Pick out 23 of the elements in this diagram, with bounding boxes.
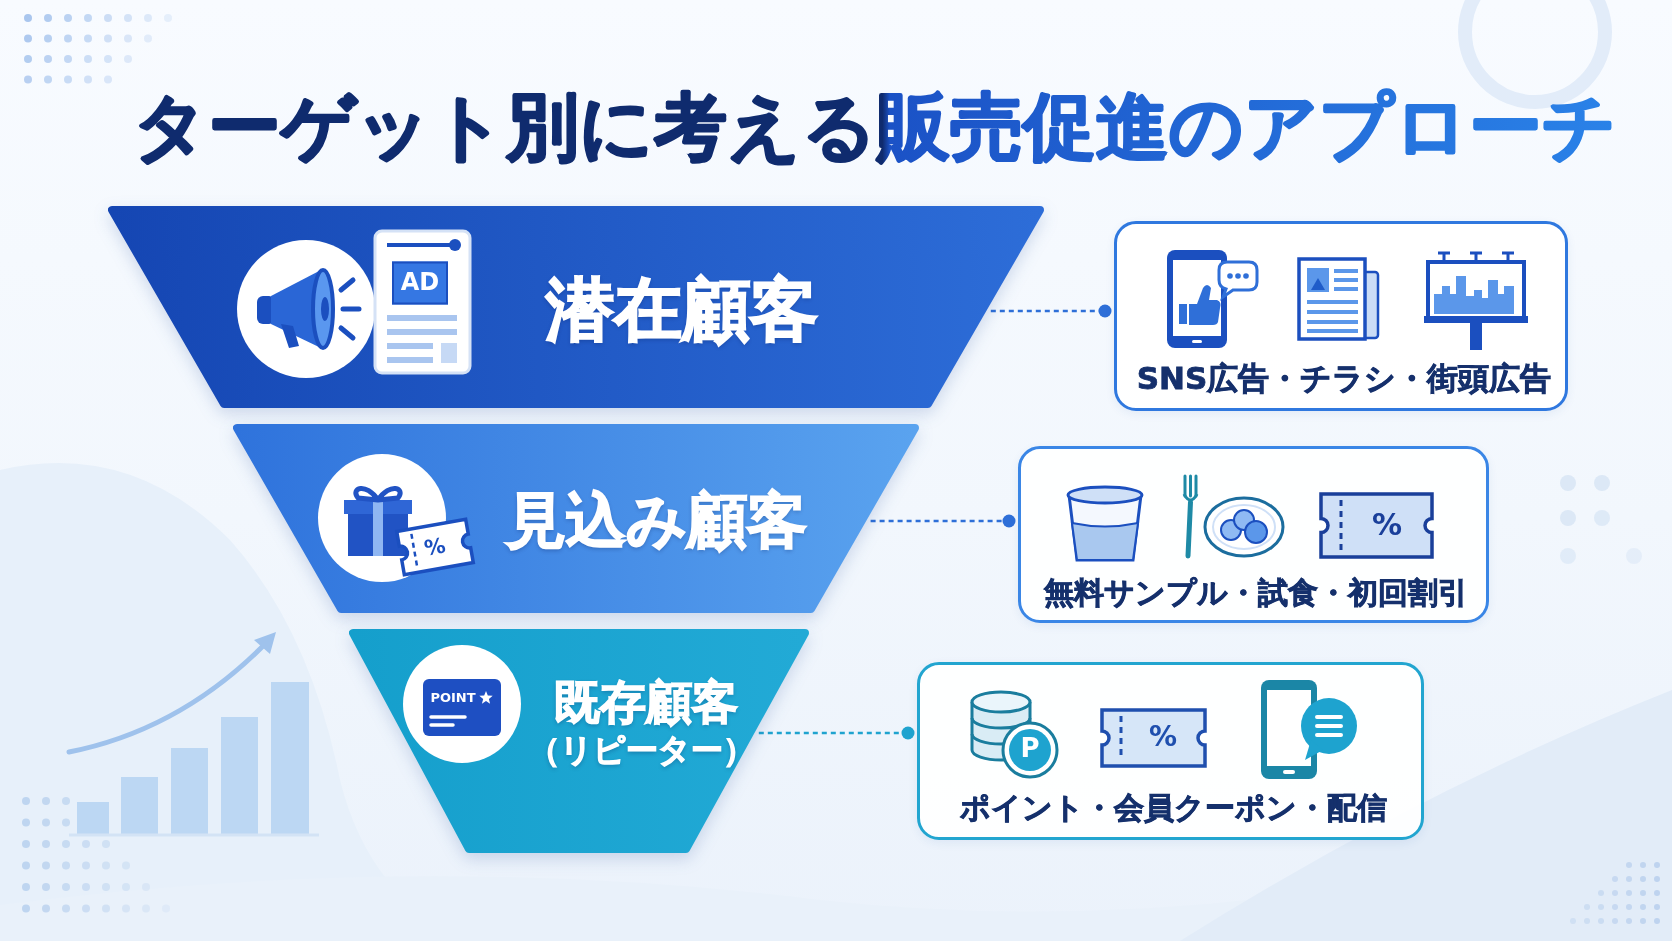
funnel-sublabel: （リピーター） (527, 731, 755, 769)
dotted-connector (990, 304, 1112, 318)
coin-letter: P (1020, 734, 1040, 764)
percent-sign: % (1371, 507, 1403, 543)
info-panel (1018, 446, 1489, 623)
funnel-label: 既存顧客 (554, 675, 738, 729)
funnel-label: 見込み顧客 (505, 485, 807, 555)
percent-sign: % (1148, 720, 1178, 754)
percent-sign: % (422, 533, 448, 561)
title: ターゲット別に考える販売促進のアプローチ (133, 84, 1617, 169)
dotted-connector (870, 514, 1016, 528)
funnel-section (348, 629, 810, 853)
info-panel (917, 662, 1424, 840)
ad-badge: AD (392, 261, 448, 304)
dotted-connector (758, 726, 915, 740)
funnel-label: 潜在顧客 (546, 270, 818, 350)
funnel-section (232, 424, 920, 613)
card-text: POINT (430, 690, 476, 706)
panel-caption: SNS広告・チラシ・街頭広告 (1136, 361, 1552, 397)
funnel-section (107, 206, 1045, 408)
panel-caption: ポイント・会員クーポン・配信 (959, 790, 1387, 826)
info-panel (1114, 221, 1568, 411)
panel-caption: 無料サンプル・試食・初回割引 (1044, 575, 1468, 611)
